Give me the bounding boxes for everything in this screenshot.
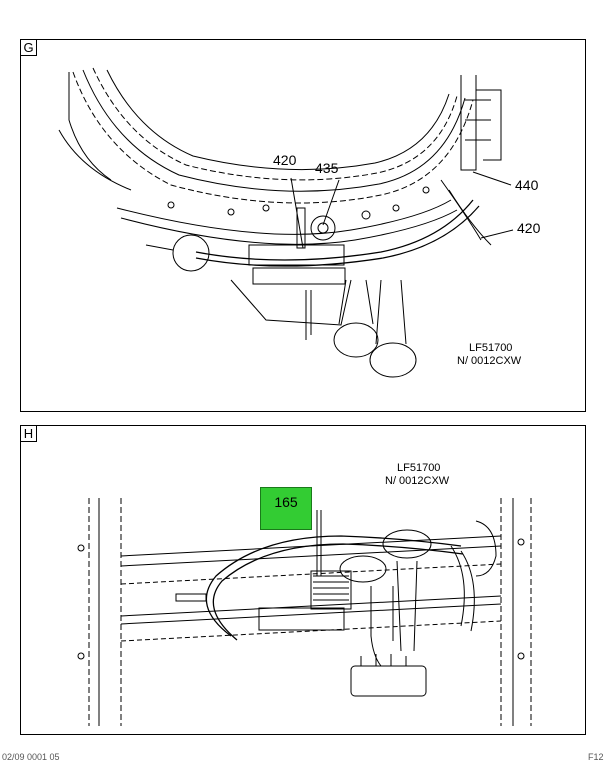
callout-440: 440 [515, 177, 539, 193]
callout-420-lower: 420 [517, 220, 541, 236]
drawing-code-line1-g: LF51700 [469, 342, 513, 354]
panel-g-drawing [58, 67, 514, 378]
footer-right-text: F12 [588, 752, 604, 762]
panel-letter-h: H [21, 426, 37, 442]
drawing-code-line2-h: N/ 0012CXW [385, 475, 450, 487]
detail-panel-h: H [20, 425, 586, 735]
panel-h-drawing [77, 498, 532, 726]
drawing-code-line1-h: LF51700 [397, 462, 441, 474]
callout-165-label: 165 [274, 494, 298, 510]
detail-panel-g: G [20, 39, 586, 412]
callout-420-upper: 420 [273, 152, 297, 168]
footer-left-text: 02/09 0001 05 [2, 752, 60, 762]
drawing-code-line2-g: N/ 0012CXW [457, 355, 522, 367]
callout-435: 435 [315, 160, 339, 176]
panel-letter-g: G [21, 40, 37, 56]
highlighted-callout-165[interactable]: 165 [260, 487, 312, 530]
